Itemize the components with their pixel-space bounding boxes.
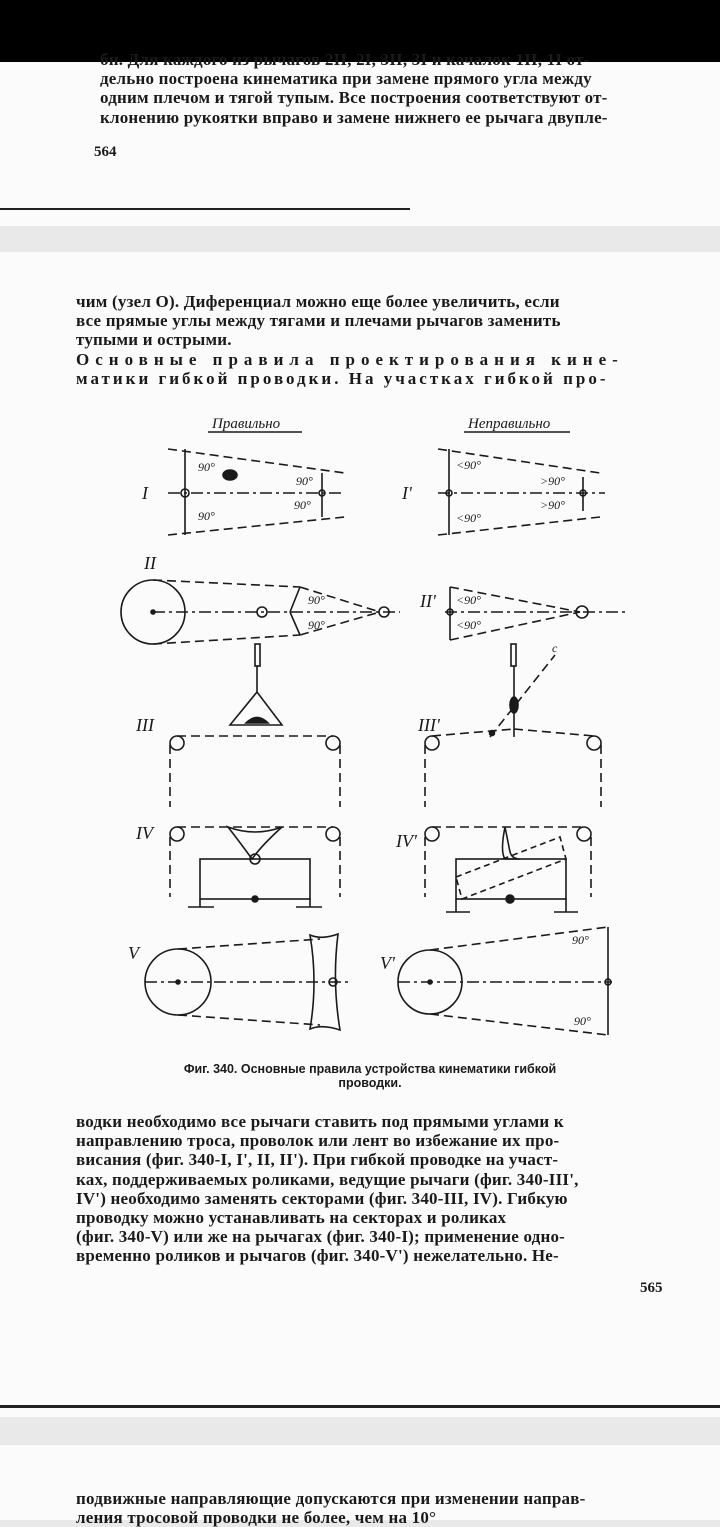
text-line: временно роликов и рычагов (фиг. 340-V')… [76,1246,559,1266]
page-564: бн. Для каждого из рычагов 2II, 2I, 3II,… [0,50,720,226]
text-line: ления тросовой проводки не более, чем на… [76,1508,437,1527]
diagram-I: I 90° 90° 90° 90° [141,448,346,536]
text-line: дельно построена кинематика при замене п… [100,69,592,89]
svg-text:90°: 90° [572,933,589,947]
svg-text:IV: IV [135,823,155,843]
body-paragraph: водки необходимо все рычаги ставить под … [76,1112,666,1266]
diagram-IV-prime: IV' [395,826,592,913]
diagram-I-prime: I' <90° <90° >90° >90° [401,448,605,536]
svg-text:90°: 90° [296,474,313,488]
text-line: бн. Для каждого из рычагов 2II, 2I, 3II,… [100,50,590,69]
page-next-text: подвижные направляющие допускаются при и… [76,1489,666,1527]
svg-text:90°: 90° [294,498,311,512]
text-line: все прямые углы между тягами и плечами р… [76,311,561,331]
figure-340: Правильно Неправильно I 90° 90° 90° 90° … [120,416,625,1036]
svg-text:<90°: <90° [456,593,481,607]
label-correct: Правильно [211,416,281,432]
text-line: висания (фиг. 340-I, I', II, II'). При г… [76,1150,559,1170]
text-line: клонению рукоятки вправо и замене нижнег… [100,107,608,127]
page-edge-line [0,208,410,210]
diagram-III-prime: III' c [417,641,602,807]
diagram-II-prime: II' <90° <90° [419,586,625,641]
svg-text:>90°: >90° [540,498,565,512]
page-edge-line [0,1405,720,1408]
svg-text:III': III' [417,715,441,735]
svg-text:c: c [552,641,558,655]
diagram-V-prime: V' 90° 90° [380,926,612,1036]
text-line: водки необходимо все рычаги ставить под … [76,1112,564,1131]
top-black-bar [0,0,720,62]
page-next: подвижные направляющие допускаются при и… [0,1445,720,1527]
figure-caption: Фиг. 340. Основные правила устройства ки… [110,1062,630,1090]
svg-text:90°: 90° [574,1014,591,1028]
svg-text:90°: 90° [308,593,325,607]
svg-text:90°: 90° [308,618,325,632]
text-line: направлению троса, проволок или лент во … [76,1131,560,1151]
section-heading: матики гибкой проводки. На участках гибк… [76,368,609,388]
svg-text:90°: 90° [198,460,215,474]
intro-paragraph: чим (узел O). Диференциал можно еще боле… [76,292,666,388]
svg-text:II: II [143,553,157,573]
svg-text:V': V' [380,953,396,973]
svg-text:<90°: <90° [456,618,481,632]
svg-text:90°: 90° [198,509,215,523]
row-label: I [141,483,149,503]
diagram-III: III [135,643,341,807]
svg-text:III: III [135,715,155,735]
page-number: 564 [94,144,117,160]
page-565: чим (узел O). Диференциал можно еще боле… [0,252,720,1417]
svg-text:I': I' [401,483,413,503]
text-line: проводку можно устанавливать на секторах… [76,1208,507,1228]
caption-line: проводки. [338,1076,402,1090]
svg-text:V: V [128,943,141,963]
text-line: одним плечом и тягой тупым. Все построен… [100,88,608,108]
diagram-V: V [128,932,350,1032]
svg-text:>90°: >90° [540,474,565,488]
text-line: ках, поддерживаемых роликами, ведущие ры… [76,1169,579,1189]
svg-text:<90°: <90° [456,458,481,472]
svg-text:IV': IV' [395,831,418,851]
svg-text:<90°: <90° [456,511,481,525]
text-line: чим (узел O). Диференциал можно еще боле… [76,292,560,311]
section-heading: Основные правила проектирования кине- [76,349,624,369]
text-line: подвижные направляющие допускаются при и… [76,1489,586,1508]
label-wrong: Неправильно [467,416,551,432]
svg-text:II': II' [419,591,437,611]
page-564-text: бн. Для каждого из рычагов 2II, 2I, 3II,… [100,50,688,127]
page-number: 565 [640,1280,663,1296]
diagram-IV: IV [135,823,341,908]
caption-line: Фиг. 340. Основные правила устройства ки… [183,1062,557,1076]
diagram-II: II 90° 90° [120,553,400,645]
text-line: тупыми и острыми. [76,330,232,350]
text-line: (фиг. 340-V) или же на рычагах (фиг. 340… [76,1227,566,1247]
text-line: IV') необходимо заменять секторами (фиг.… [76,1188,568,1208]
